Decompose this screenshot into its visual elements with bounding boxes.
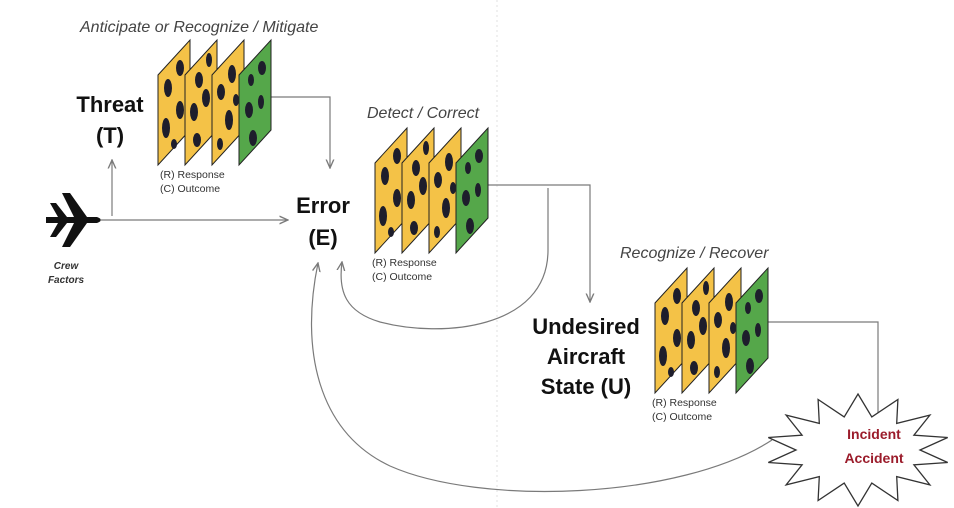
starburst-icon <box>768 392 948 508</box>
slice-hole <box>193 133 201 147</box>
cheese-slice-yellow <box>428 126 462 255</box>
slice-hole <box>228 65 236 83</box>
slice-hole <box>450 182 456 194</box>
slice-hole <box>176 101 184 119</box>
slice-hole <box>714 312 722 328</box>
slice-hole <box>725 293 733 311</box>
threat-code: (T) <box>96 123 124 148</box>
cheese-slice-yellow <box>184 38 218 167</box>
slice-hole <box>217 84 225 100</box>
recognize-heading: Recognize / Recover <box>620 245 769 262</box>
incident-label: Incident <box>847 426 901 442</box>
cheese-slice-yellow <box>708 266 742 395</box>
error-feedback-loop <box>341 188 549 330</box>
slice-hole <box>206 53 212 67</box>
slice-hole <box>393 189 401 207</box>
slice-hole <box>466 218 474 234</box>
outcome-feedback-loop <box>310 263 773 493</box>
slice-hole <box>423 141 429 155</box>
error-code: (E) <box>308 225 337 250</box>
state-response-label: (R) Response <box>652 397 717 409</box>
airplane-icon <box>46 193 101 247</box>
slice-hole <box>673 329 681 347</box>
threat-outcome-label: (C) Outcome <box>160 183 220 195</box>
slice-hole <box>442 198 450 218</box>
anticipate-heading: Anticipate or Recognize / Mitigate <box>79 19 318 36</box>
slice-hole <box>381 167 389 185</box>
state-label: State (U) <box>541 374 631 399</box>
crew-label: Crew <box>54 261 80 272</box>
slice-hole <box>164 79 172 97</box>
slice-hole <box>673 288 681 304</box>
factors-label: Factors <box>48 275 85 286</box>
detect-heading: Detect / Correct <box>367 105 480 122</box>
slice-hole <box>190 103 198 121</box>
slice-hole <box>475 183 481 197</box>
state-outcome-label: (C) Outcome <box>652 411 712 423</box>
slice-hole <box>162 118 170 138</box>
slice-hole <box>245 102 253 118</box>
slice-hole <box>692 300 700 316</box>
slice-hole <box>703 281 709 295</box>
slice-hole <box>195 72 203 88</box>
slice-hole <box>176 60 184 76</box>
slice-hole <box>258 95 264 109</box>
threat-label: Threat <box>76 92 144 117</box>
slice-hole <box>412 160 420 176</box>
undesired-label: Undesired <box>532 314 640 339</box>
accident-label: Accident <box>844 450 903 466</box>
slice-hole <box>388 227 394 237</box>
slice-hole <box>755 289 763 303</box>
slice-hole <box>745 302 751 314</box>
slice-hole <box>462 190 470 206</box>
slice-hole <box>730 322 736 334</box>
slice-hole <box>410 221 418 235</box>
error-response-label: (R) Response <box>372 257 437 269</box>
slice-hole <box>742 330 750 346</box>
slice-hole <box>475 149 483 163</box>
slice-hole <box>687 331 695 349</box>
slice-hole <box>690 361 698 375</box>
slice-hole <box>258 61 266 75</box>
slice-hole <box>661 307 669 325</box>
slice-hole <box>249 130 257 146</box>
slice-hole <box>217 138 223 150</box>
cheese-group-error <box>374 126 489 255</box>
slice-hole <box>755 323 761 337</box>
slice-hole <box>233 94 239 106</box>
slice-hole <box>434 226 440 238</box>
slice-hole <box>379 206 387 226</box>
cheese-group-threat <box>157 38 272 167</box>
slice-hole <box>746 358 754 374</box>
cheese-slice-yellow <box>157 38 191 167</box>
error-outcome-label: (C) Outcome <box>372 271 432 283</box>
aircraft-label: Aircraft <box>547 344 626 369</box>
threat-to-error-arrow <box>268 96 330 168</box>
slice-hole <box>248 74 254 86</box>
slice-hole <box>171 139 177 149</box>
slice-hole <box>668 367 674 377</box>
error-to-state-arrow <box>488 184 590 302</box>
slice-hole <box>407 191 415 209</box>
slice-hole <box>699 317 707 335</box>
cheese-slice-green <box>455 126 489 255</box>
slice-hole <box>419 177 427 195</box>
cheese-slice-green <box>735 266 769 395</box>
cheese-group-state <box>654 266 769 395</box>
error-label: Error <box>296 193 350 218</box>
slice-hole <box>434 172 442 188</box>
state-to-outcome-line <box>768 321 879 418</box>
threat-response-label: (R) Response <box>160 169 225 181</box>
slice-hole <box>445 153 453 171</box>
slice-hole <box>714 366 720 378</box>
slice-hole <box>659 346 667 366</box>
slice-hole <box>722 338 730 358</box>
slice-hole <box>465 162 471 174</box>
cheese-slice-yellow <box>681 266 715 395</box>
slice-hole <box>202 89 210 107</box>
cheese-slice-green <box>238 38 272 167</box>
slice-hole <box>393 148 401 164</box>
slice-hole <box>225 110 233 130</box>
